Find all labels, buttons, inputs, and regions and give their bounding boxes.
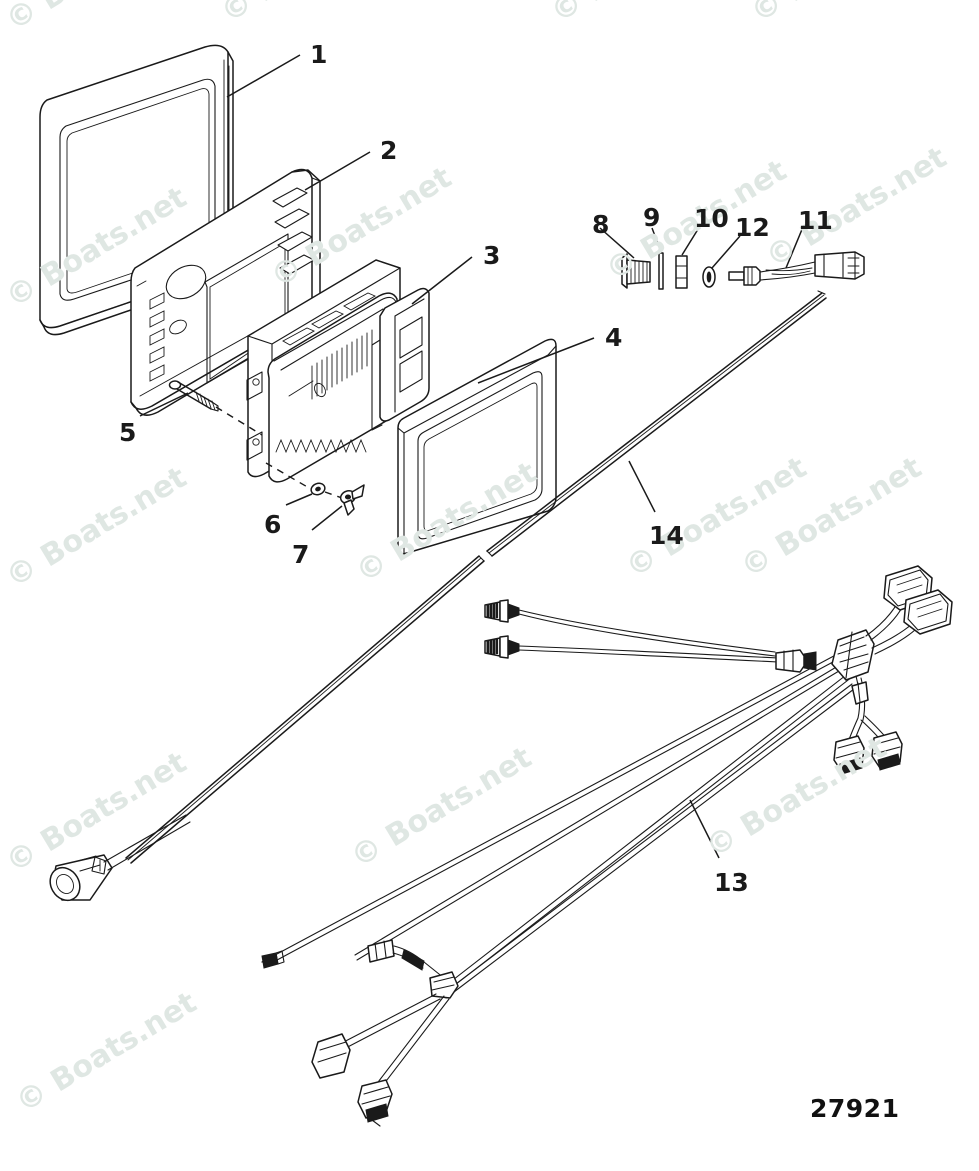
callout-number-8: 8	[592, 210, 610, 239]
leader-line-8	[599, 227, 635, 259]
harness-junction	[831, 629, 875, 681]
harness-lower-junction	[429, 971, 459, 999]
part-12-o-ring	[702, 266, 716, 288]
assembly-axis-lower	[265, 462, 317, 493]
harness-branch-right-lower	[833, 675, 903, 775]
callout-number-6: 6	[264, 510, 282, 539]
part-14-data-cable	[49, 290, 827, 902]
leader-line-7	[311, 505, 343, 531]
harness-connector-bottom-left	[311, 1033, 351, 1079]
callout-number-5: 5	[119, 418, 137, 447]
leader-line-5	[139, 392, 189, 417]
part-6-washer	[310, 482, 326, 496]
callout-number-10: 10	[694, 204, 729, 233]
leader-line-12	[711, 235, 741, 269]
callout-number-11: 11	[798, 206, 833, 235]
leader-line-6	[285, 493, 313, 506]
part-7-wing-nut	[339, 484, 365, 516]
leader-line-3	[411, 256, 473, 305]
callout-number-1: 1	[310, 40, 328, 69]
callout-number-13: 13	[714, 868, 749, 897]
part-5-mounting-stud	[168, 380, 219, 412]
harness-inline-connector	[775, 649, 817, 673]
leader-line-2	[304, 151, 371, 191]
leader-line-9	[651, 227, 662, 253]
diagram-number: 27921	[810, 1094, 900, 1123]
callout-number-14: 14	[649, 521, 684, 550]
callout-number-7: 7	[292, 540, 310, 569]
part-13-wiring-harness	[261, 565, 953, 1127]
leader-line-11	[785, 226, 804, 269]
part-3-display-module	[246, 259, 430, 483]
part-10-spacer-bushing	[675, 255, 688, 289]
part-9-thin-washer	[658, 252, 664, 290]
leader-line-14	[628, 460, 656, 513]
callout-number-9: 9	[643, 203, 661, 232]
harness-connector-bottom-center	[357, 1079, 393, 1127]
callout-number-3: 3	[483, 241, 501, 270]
harness-branch-upper	[484, 599, 779, 663]
part-11-sensor-lead	[728, 251, 865, 286]
callout-number-2: 2	[380, 136, 398, 165]
leader-line-1	[226, 54, 301, 98]
part-8-bulkhead-fitting	[621, 253, 651, 289]
leader-line-13	[689, 799, 720, 859]
leader-line-10	[681, 225, 701, 256]
harness-branch-lower-left-a	[261, 950, 285, 969]
harness-branch-lower-left-b	[367, 939, 445, 979]
assembly-axis-upper	[215, 406, 263, 436]
harness-branch-right-upper	[865, 565, 953, 655]
callout-number-12: 12	[735, 213, 770, 242]
leader-line-4	[477, 337, 595, 384]
callout-number-4: 4	[605, 323, 623, 352]
